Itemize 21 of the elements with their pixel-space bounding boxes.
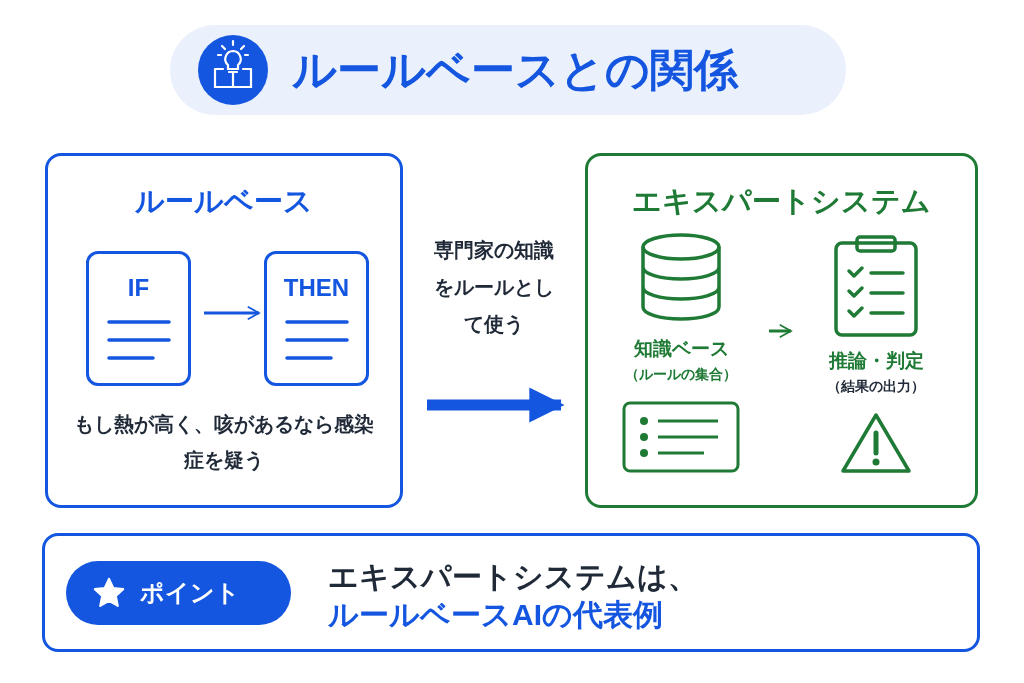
arrow [427,387,565,423]
example-text: もし熱が高く、咳があるなら感染症を疑う [73,412,375,473]
arrow [769,323,792,339]
title: ルールベースとの関係 [292,44,738,96]
document-heading: IF [127,276,150,300]
node-subtext: （結果の出力） [827,376,925,396]
panel-heading: ルールベース [134,184,314,219]
node-subtext: （ルールの集合） [625,364,737,384]
point-panel [42,533,980,652]
node-heading: 推論・判定 [828,349,924,373]
summary-highlight: ルールベースAIの代表例 [328,597,664,633]
panel [45,153,403,508]
panel-heading: エキスパートシステム [631,184,932,219]
panel [585,153,978,508]
document-card [86,251,191,386]
document-card [264,251,369,386]
summary-text: エキスパートシステムは、 [328,559,698,595]
node-heading: 知識ベース [633,337,729,361]
document-heading: THEN [283,276,350,300]
badge-label: ポイント [140,578,240,608]
arrow [204,305,260,321]
